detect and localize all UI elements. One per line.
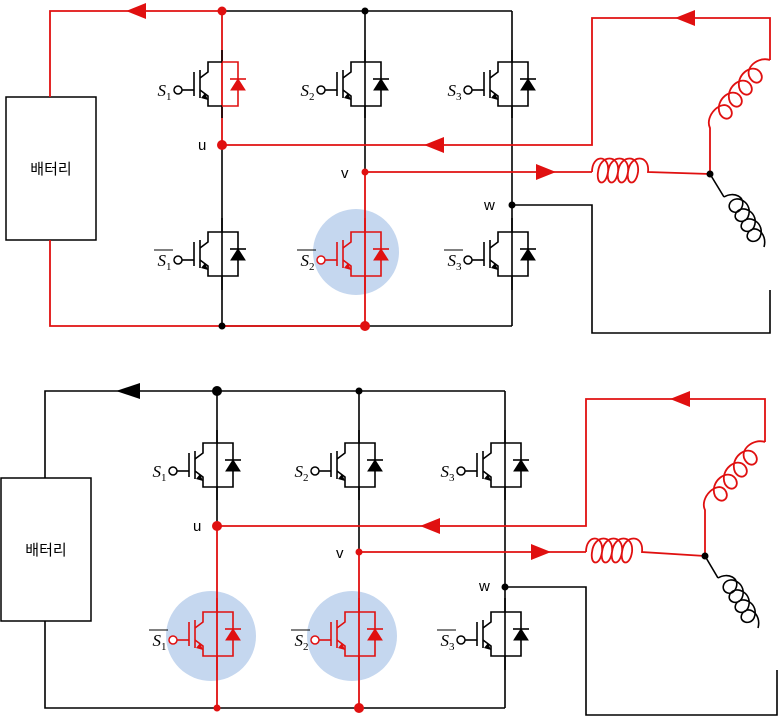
- lower-switch-3-label-sub: 3: [449, 641, 455, 653]
- arrow-left-motor: [675, 10, 695, 26]
- upper-switch-2-label-sub: 2: [309, 91, 315, 103]
- arrow-left-top: [126, 3, 146, 19]
- junction-dots: [212, 386, 709, 713]
- upper-switch-1-label: S: [153, 462, 162, 481]
- node-label-w: w: [483, 197, 495, 214]
- battery-box: [0, 477, 92, 622]
- lower-switch-3-label-sub: 3: [456, 261, 462, 273]
- upper-switch-2-label: S: [295, 462, 304, 481]
- upper-switch-3-label: S: [448, 81, 457, 100]
- active-switch-highlight: [307, 591, 397, 681]
- node-label-u: u: [193, 518, 201, 535]
- battery-box: [5, 96, 97, 241]
- arrow-right-v: [531, 544, 551, 560]
- current-arrows: [116, 383, 690, 560]
- node-label-u: u: [198, 137, 206, 154]
- lower-switch-3-label: S: [448, 251, 457, 270]
- panel-top: 배터리: [5, 3, 771, 334]
- upper-switch-2-label-sub: 2: [303, 472, 309, 484]
- lower-switch-3-label: S: [441, 631, 450, 650]
- arrow-left-motor: [670, 391, 690, 407]
- battery-label: 배터리: [25, 542, 66, 559]
- panel-bottom: 배터리: [0, 383, 778, 716]
- upper-switch-3-label: S: [441, 462, 450, 481]
- node-label-v: v: [336, 545, 344, 562]
- active-switch-highlight: [313, 209, 399, 295]
- current-path: [49, 10, 771, 327]
- junction-dots: [217, 6, 714, 331]
- lower-switch-1-label: S: [153, 631, 162, 650]
- upper-switch-1-label-sub: 1: [166, 91, 172, 103]
- lower-switch-2-label-sub: 2: [303, 641, 309, 653]
- wiring: [44, 390, 778, 716]
- current-arrows: [126, 3, 695, 180]
- upper-switch-2-label: S: [301, 81, 310, 100]
- arrow-left-top: [116, 383, 140, 399]
- active-switch-highlight: [166, 591, 256, 681]
- upper-switch-3-label-sub: 3: [449, 472, 455, 484]
- lower-switch-2-label: S: [295, 631, 304, 650]
- lower-switch-1-label: S: [158, 251, 167, 270]
- battery-label: 배터리: [30, 161, 71, 178]
- lower-switch-1-label-sub: 1: [161, 641, 167, 653]
- upper-switch-3-label-sub: 3: [456, 91, 462, 103]
- arrow-right-v: [536, 164, 556, 180]
- arrow-left-u: [420, 518, 440, 534]
- arrow-left-u: [424, 137, 444, 153]
- node-label-w: w: [478, 578, 490, 595]
- upper-switch-1-label: S: [158, 81, 167, 100]
- upper-switch-1-label-sub: 1: [161, 472, 167, 484]
- lower-switch-1-label-sub: 1: [166, 261, 172, 273]
- lower-switch-2-label-sub: 2: [309, 261, 315, 273]
- node-label-v: v: [341, 165, 349, 182]
- lower-switch-2-label: S: [301, 251, 310, 270]
